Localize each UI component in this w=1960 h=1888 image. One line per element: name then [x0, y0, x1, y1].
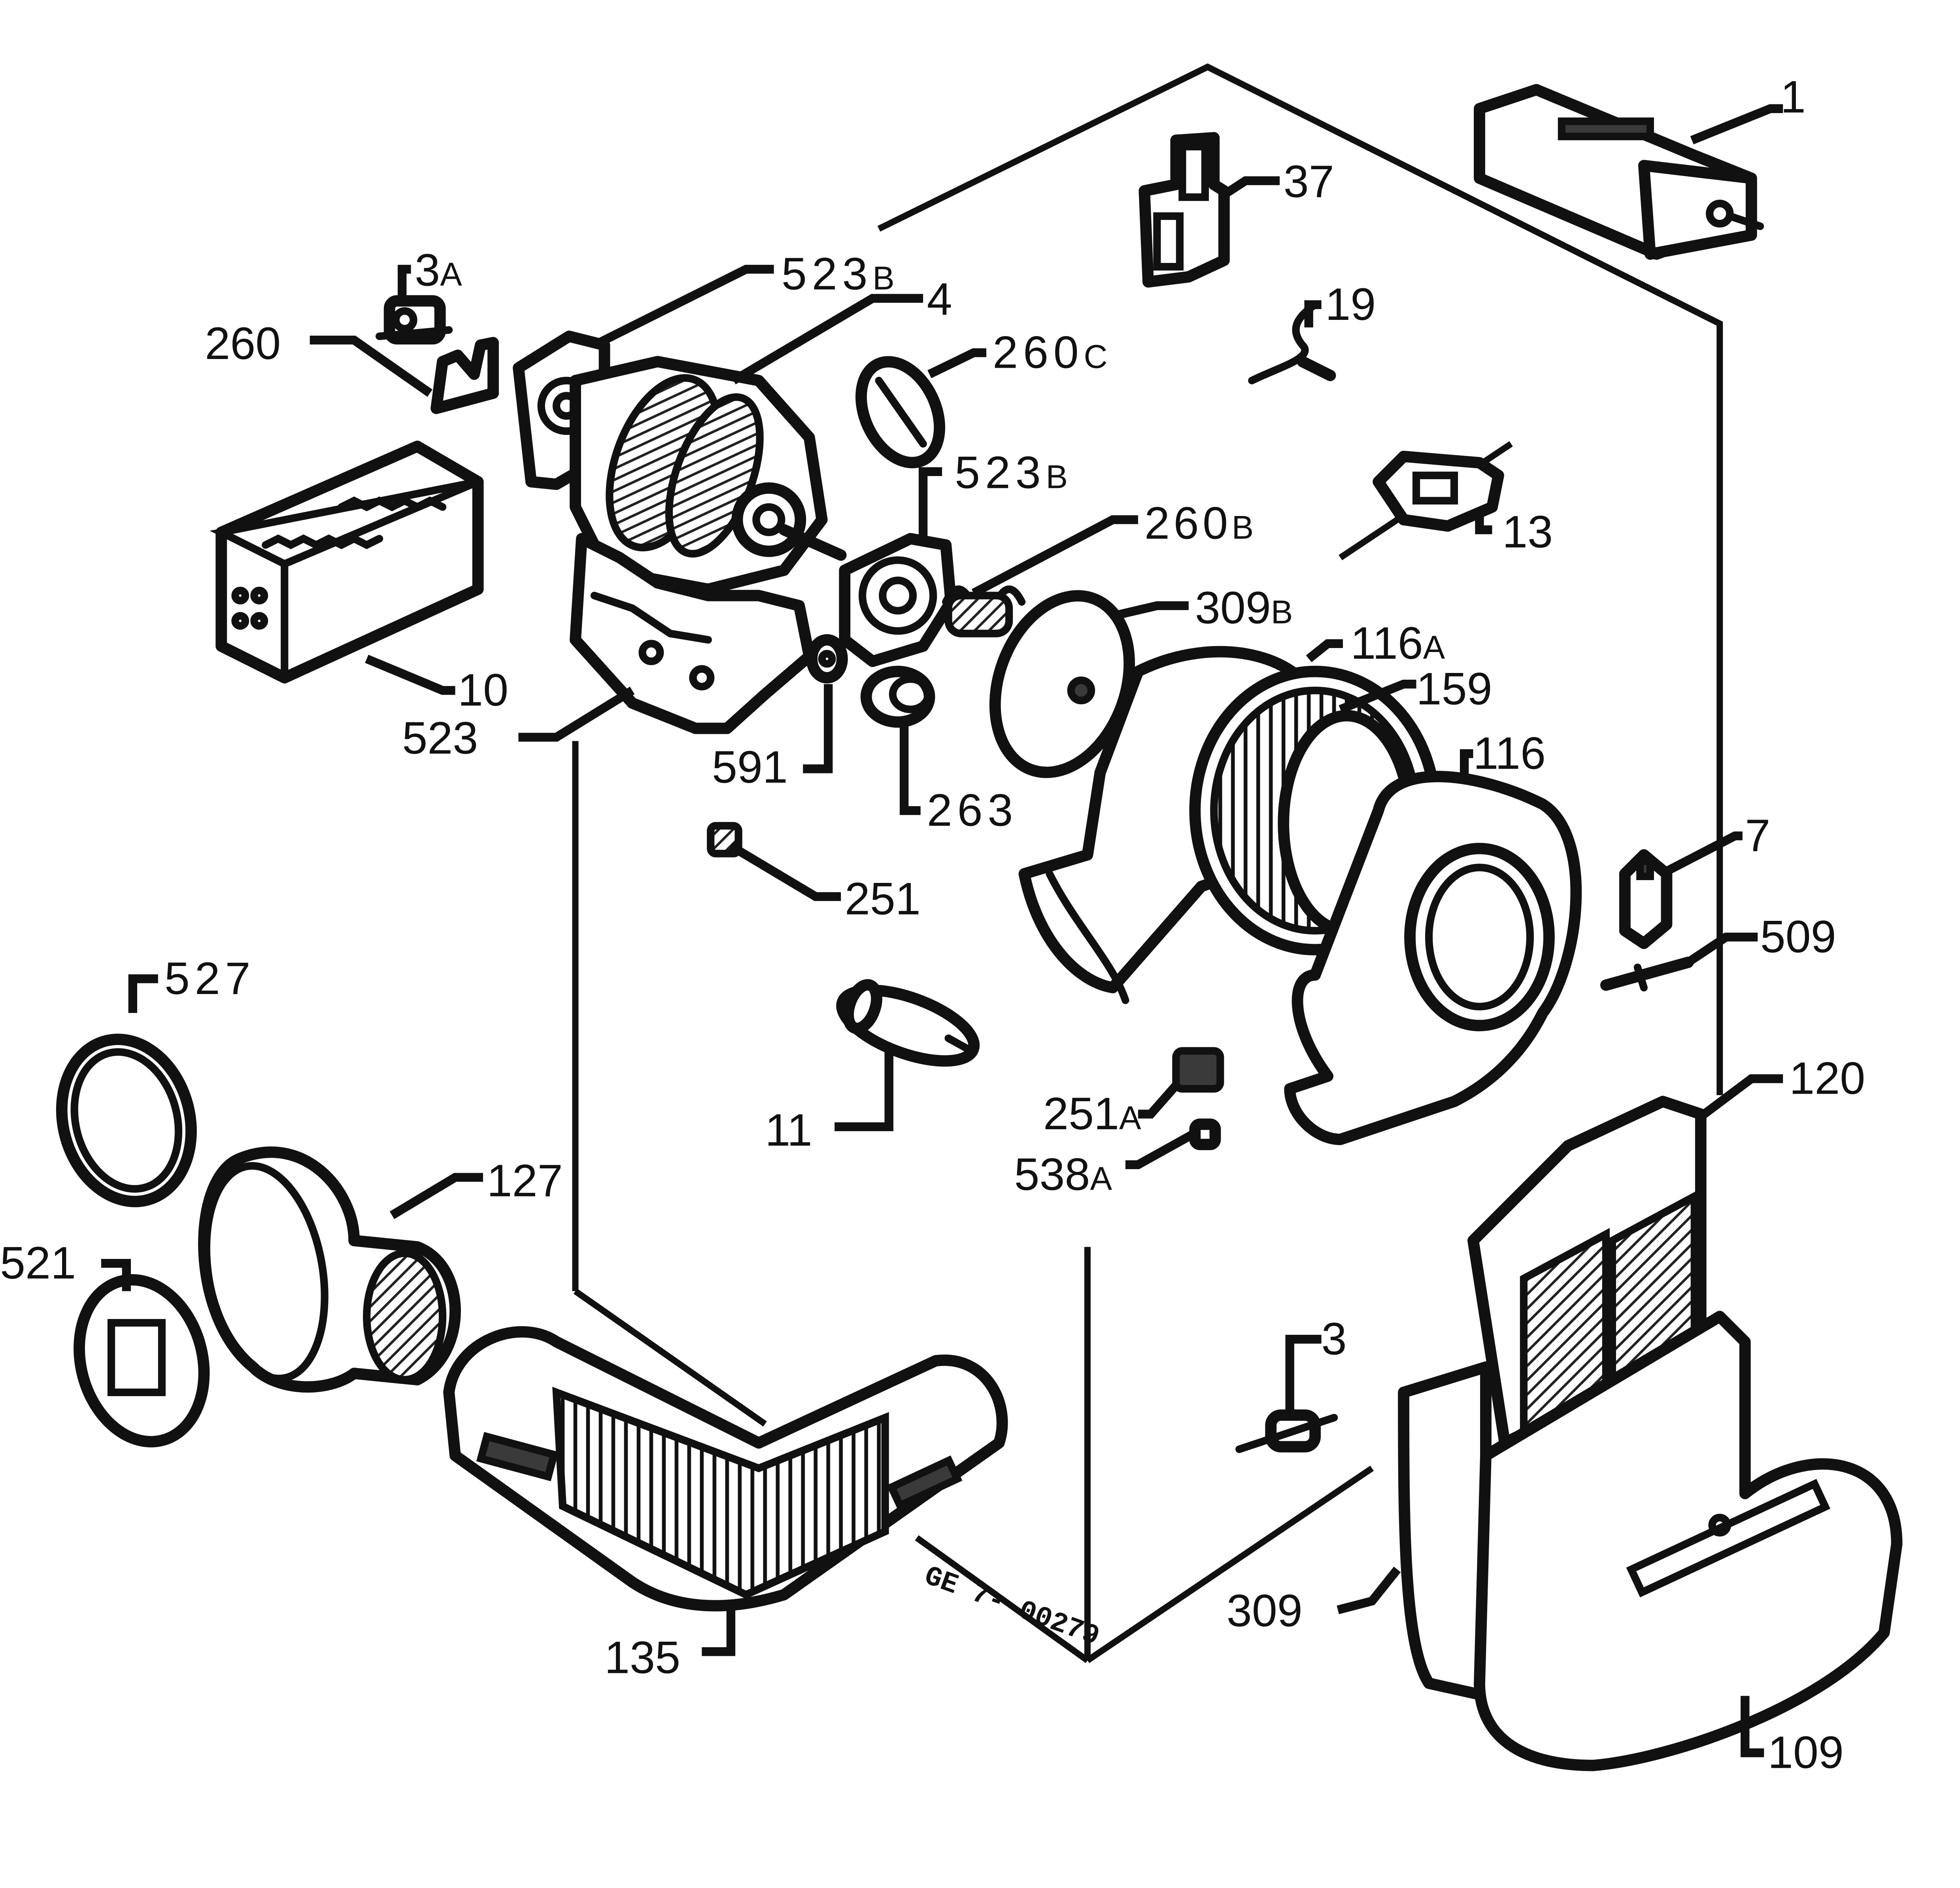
part-127-t-piece [198, 1146, 461, 1393]
callout-251a: 251A [1043, 1089, 1141, 1139]
part-109-duct-cover [1474, 1311, 1903, 1771]
part-260-bracket [431, 337, 499, 414]
callout-3: 3 [1322, 1313, 1347, 1364]
part-251a-nut [1172, 1047, 1224, 1093]
part-11-capacitor [836, 979, 980, 1067]
callout-37: 37 [1284, 157, 1334, 207]
callout-523b-top: 523B [782, 249, 900, 299]
callout-260: 260 [205, 318, 281, 369]
callout-251: 251 [845, 873, 921, 924]
callout-19: 19 [1325, 279, 1376, 330]
part-523b-bearing-plate [839, 533, 957, 667]
part-10-heater [210, 440, 484, 684]
callout-527: 527 [164, 953, 256, 1004]
callout-116a: 116A [1350, 618, 1445, 669]
part-13-relay [1373, 451, 1504, 532]
part-263-pulley [860, 665, 935, 728]
callout-11: 11 [765, 1105, 812, 1156]
part-3-thermostat [1235, 1409, 1338, 1453]
part-260b-spring [942, 585, 1026, 637]
part-309-duct [1398, 1361, 1492, 1702]
callout-labels: 1 37 3A 260 523B 4 260C 19 523B 13 260B … [0, 72, 1865, 1778]
callout-509: 509 [1760, 911, 1836, 962]
leader-lines [101, 104, 1783, 1758]
callout-309: 309 [1227, 1586, 1303, 1636]
callout-109: 109 [1768, 1727, 1844, 1778]
callout-4: 4 [927, 274, 952, 325]
callout-13: 13 [1502, 507, 1553, 558]
part-135-flexible-hose [443, 1326, 1008, 1612]
drawing-code: GE 7- 00279 [920, 1561, 1104, 1653]
callout-523: 523 [402, 713, 478, 764]
part-260c-ring-clip [855, 356, 945, 469]
part-527-ring [56, 1034, 197, 1208]
callout-135: 135 [604, 1633, 680, 1683]
callout-263: 263 [927, 785, 1018, 835]
callout-127: 127 [487, 1156, 563, 1206]
part-591-washer [806, 634, 848, 684]
callout-591: 591 [712, 742, 788, 793]
callout-159: 159 [1416, 663, 1492, 714]
callout-521: 521 [0, 1238, 76, 1289]
part-3a-switch [376, 295, 453, 345]
callout-7: 7 [1745, 810, 1770, 861]
part-116-front-housing [1284, 771, 1582, 1145]
part-4-motor [570, 356, 847, 595]
part-509-pin [1600, 956, 1694, 992]
cabinet-outline [572, 63, 1723, 1663]
part-7-switch [1619, 849, 1673, 949]
callout-10: 10 [458, 665, 508, 716]
callout-538a: 538A [1014, 1149, 1112, 1200]
callout-1: 1 [1781, 72, 1806, 122]
part-19-sensor-wire [1248, 300, 1336, 385]
callout-120: 120 [1789, 1053, 1865, 1104]
part-37-bracket [1139, 132, 1230, 288]
part-538a-cap [1189, 1118, 1221, 1150]
part-1-control-module [1474, 84, 1764, 260]
callout-260b: 260B [1144, 498, 1258, 548]
part-521-cover [74, 1274, 210, 1448]
callout-3a: 3A [415, 245, 462, 296]
callout-260c: 260C [993, 327, 1112, 378]
callout-309b: 309B [1195, 583, 1293, 633]
callout-523b-mid: 523B [955, 447, 1073, 498]
callout-116: 116 [1473, 728, 1546, 779]
